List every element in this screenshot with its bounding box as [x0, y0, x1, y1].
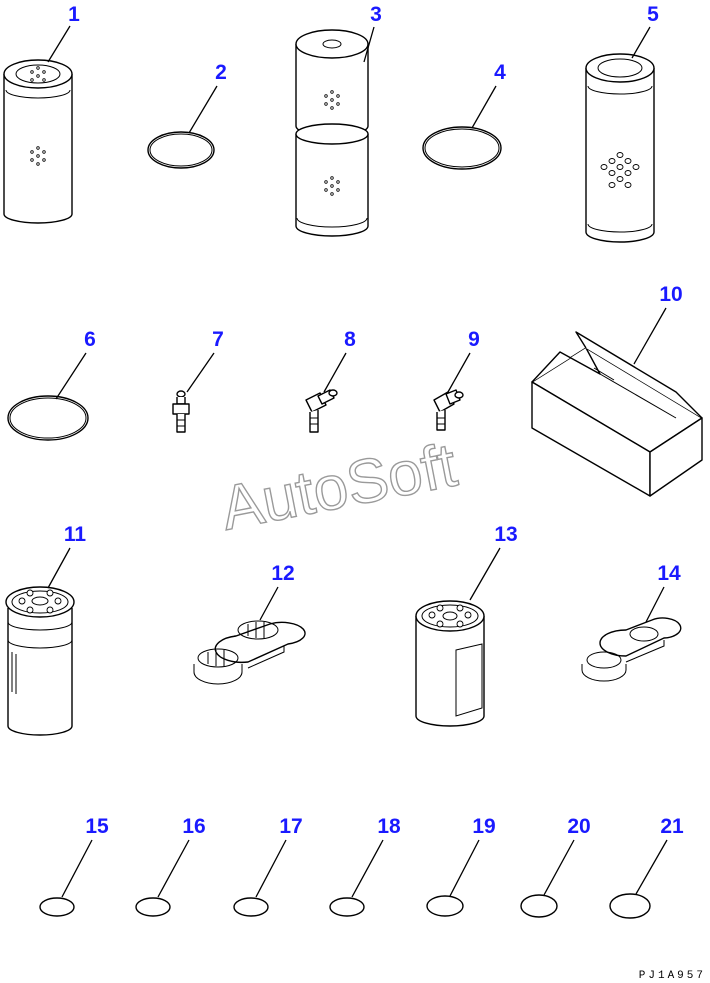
callout-15: 15	[85, 815, 109, 838]
callout-3: 3	[370, 3, 382, 26]
callout-13: 13	[494, 523, 517, 546]
callout-16: 16	[182, 815, 205, 838]
callout-8: 8	[344, 328, 356, 351]
part-11-spin-on-filter	[5, 586, 75, 736]
callout-11: 11	[64, 523, 87, 546]
part-8-grease-fitting-angled	[305, 389, 338, 433]
callout-2: 2	[215, 61, 227, 84]
part-2-o-ring	[147, 131, 215, 169]
callout-18: 18	[377, 815, 401, 838]
callout-10: 10	[659, 283, 682, 306]
callout-17: 17	[279, 815, 302, 838]
part-12-filter-wrench	[193, 620, 306, 685]
part-15-seal	[39, 897, 75, 917]
part-9-grease-fitting-elbow	[433, 389, 464, 431]
callout-4: 4	[494, 61, 506, 84]
drawing-code: PJ1A957	[639, 970, 706, 982]
part-5-filter-element	[585, 53, 655, 243]
part-20-seal	[520, 894, 558, 918]
callout-14: 14	[657, 562, 681, 585]
callout-21: 21	[660, 815, 684, 838]
callout-19: 19	[472, 815, 495, 838]
part-1-filter-element	[3, 59, 73, 224]
part-16-seal	[135, 897, 171, 917]
part-18-seal	[329, 897, 365, 917]
callout-12: 12	[271, 562, 294, 585]
part-21-seal	[609, 893, 651, 919]
part-3-double-filter-element	[295, 29, 369, 237]
callout-7: 7	[212, 328, 224, 351]
callout-9: 9	[468, 328, 480, 351]
callout-20: 20	[567, 815, 590, 838]
part-17-seal	[233, 897, 269, 917]
callout-1: 1	[68, 3, 80, 26]
part-14-filter-wrench	[581, 617, 682, 682]
part-4-o-ring	[422, 126, 502, 170]
part-13-spin-on-filter	[415, 600, 485, 727]
callout-5: 5	[647, 3, 659, 26]
autosoft-watermark: AutoSoft	[216, 431, 463, 544]
part-10-carton-box	[531, 331, 703, 497]
callout-6: 6	[84, 328, 96, 351]
part-6-o-ring	[7, 395, 89, 441]
part-7-grease-fitting-straight	[172, 390, 190, 433]
part-19-seal	[426, 895, 464, 917]
